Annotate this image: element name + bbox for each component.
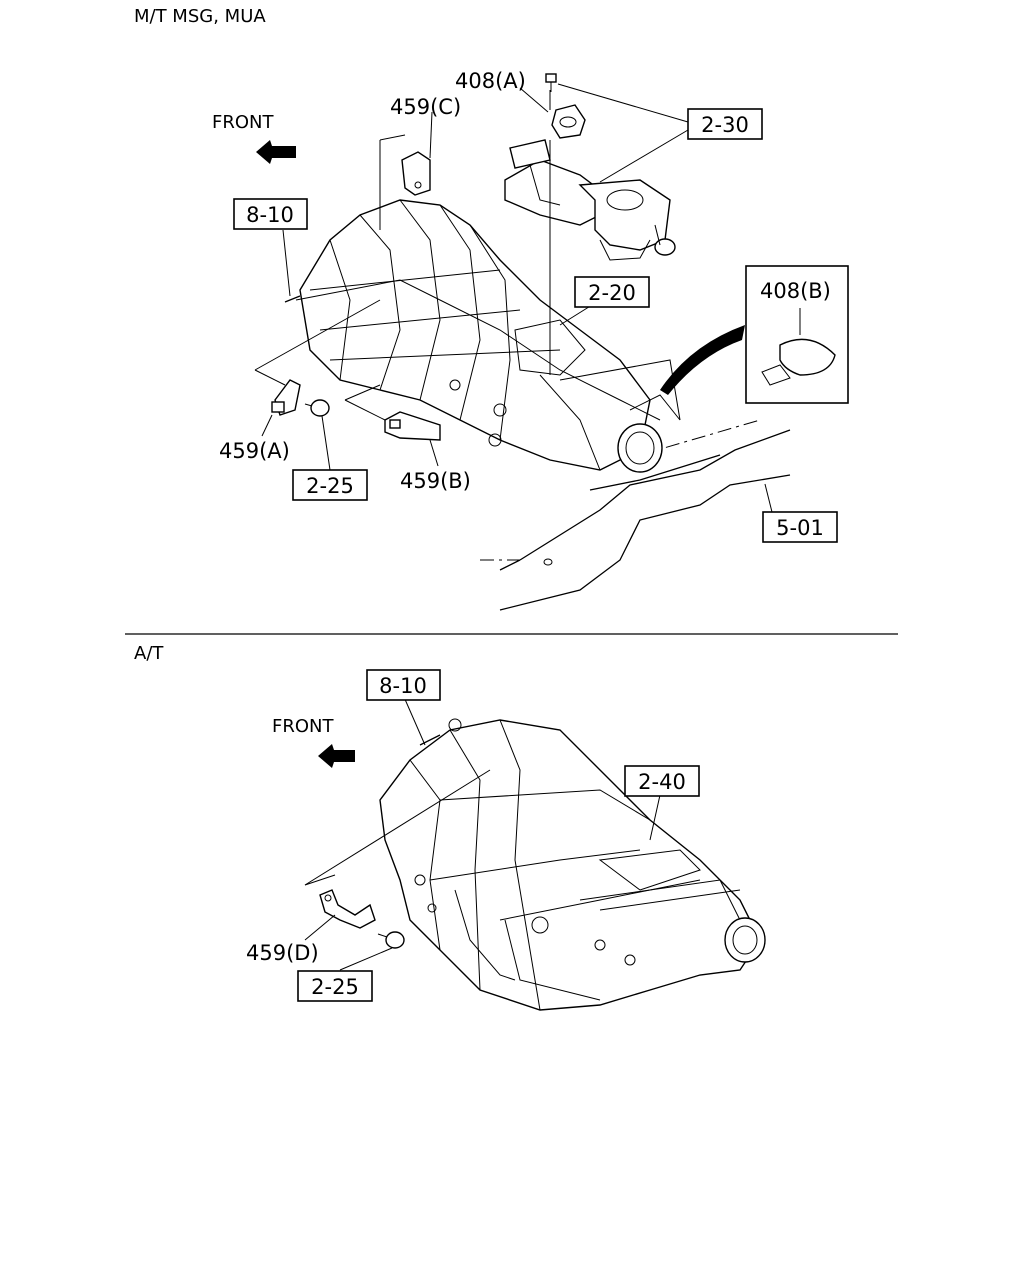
at-bolt [377,931,405,949]
svg-text:8-10: 8-10 [379,674,427,698]
ref-box-mt-2-30: 2-30 [687,108,763,140]
svg-text:8-10: 8-10 [246,203,294,227]
mt-transmission [284,199,681,473]
mt-front-arrow-icon [256,140,296,164]
ref-box-mt-5-01: 5-01 [762,511,838,543]
mt-bolt [304,399,330,417]
mt-bolt-408a [545,73,586,139]
svg-text:2-20: 2-20 [588,281,636,305]
ref-box-at-2-40: 2-40 [624,765,700,797]
at-front-label: FRONT [272,716,334,737]
mt-bracket-459c [401,151,431,196]
ref-box-mt-2-25: 2-25 [292,469,368,501]
label-459b: 459(B) [400,469,471,493]
ref-box-mt-8-10: 8-10 [233,198,308,230]
at-bracket-459d [319,889,376,929]
mt-bracket-459a [271,379,301,416]
ref-box-mt-2-20: 2-20 [574,276,650,308]
ref-box-at-2-25: 2-25 [297,970,373,1002]
svg-text:2-40: 2-40 [638,770,686,794]
svg-text:2-25: 2-25 [306,474,354,498]
mt-front-label: FRONT [212,112,274,133]
mt-bracket-459b [384,411,441,441]
svg-text:2-25: 2-25 [311,975,359,999]
mt-shift-tower [504,139,676,261]
at-front-arrow-icon [318,744,355,768]
at-leader-lines [304,696,661,971]
at-section-header: A/T [134,643,164,664]
svg-text:2-30: 2-30 [701,113,749,137]
mt-leader-lines [254,83,773,513]
label-459a: 459(A) [219,439,290,463]
mt-clamp-408b-inset [629,265,849,421]
mt-section-header: M/T MSG, MUA [134,6,266,27]
label-408a: 408(A) [455,69,526,93]
at-transmission [379,718,766,1011]
label-408b: 408(B) [760,279,831,303]
ref-box-at-8-10: 8-10 [366,669,441,701]
label-459d: 459(D) [246,941,319,965]
svg-text:5-01: 5-01 [776,516,824,540]
label-459c: 459(C) [390,95,461,119]
